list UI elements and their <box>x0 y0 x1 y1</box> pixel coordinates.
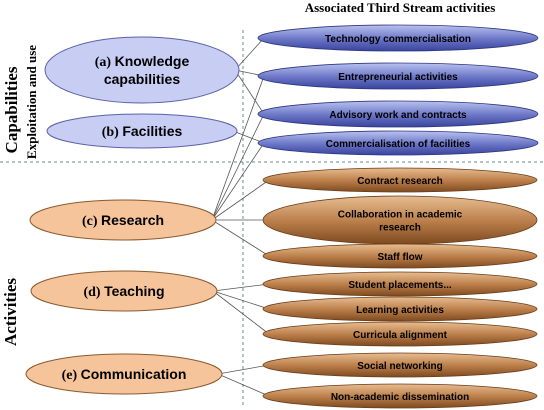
source-text: Facilities <box>122 123 182 139</box>
source-text: capabilities <box>104 71 180 87</box>
activity-pill-shape <box>262 383 538 409</box>
source-ellipse-shape <box>44 36 240 104</box>
activity-label: Collaboration in academic <box>338 210 463 221</box>
activity-pill-shape <box>257 24 539 52</box>
activity-social: Social networking <box>262 352 538 378</box>
link-research-contract-research <box>211 179 270 221</box>
link-research-staff-flow <box>211 219 270 257</box>
activity-pill-shape <box>262 243 538 269</box>
link-research-comm-facilities <box>211 142 265 221</box>
source-prefix: (b) <box>102 125 123 140</box>
activity-pill-shape <box>262 167 538 193</box>
source-text: Knowledge <box>115 53 190 69</box>
link-knowledge-advisory <box>234 69 265 115</box>
activity-pill-shape <box>262 321 538 347</box>
activity-pill-shape <box>257 62 539 90</box>
activity-label: Entrepreneurial activities <box>338 72 458 83</box>
activity-curricula: Curricula alignment <box>262 321 538 347</box>
activity-collaboration: Collaboration in academic research <box>262 195 538 245</box>
source-prefix: (e) <box>62 368 81 383</box>
activity-label: Commercialisation of facilities <box>326 139 471 150</box>
source-communication: (e) Communication <box>25 353 223 395</box>
activity-label: Student placements... <box>348 280 452 291</box>
activity-dissemination: Non-academic dissemination <box>262 383 538 409</box>
activities-label: Activities <box>1 278 20 346</box>
activity-comm-facilities: Commercialisation of facilities <box>257 130 539 156</box>
activity-student-placements: Student placements... <box>262 271 538 297</box>
activity-staff-flow: Staff flow <box>262 243 538 269</box>
activity-label: Advisory work and contracts <box>329 110 467 121</box>
link-communication-social <box>217 364 270 375</box>
activity-entrepreneurial: Entrepreneurial activities <box>257 62 539 90</box>
source-facilities: (b) Facilities <box>46 113 238 149</box>
activity-pill-shape <box>262 352 538 378</box>
activity-pills: Technology commercialisationEntrepreneur… <box>257 24 539 409</box>
activity-label: Technology commercialisation <box>325 34 471 45</box>
activity-pill-shape <box>257 130 539 156</box>
source-label: (c) Research <box>82 212 164 229</box>
source-label: (b) Facilities <box>102 123 183 140</box>
diagram-title: Associated Third Stream activities <box>305 0 496 15</box>
link-research-advisory <box>211 113 265 221</box>
connector-lines <box>211 37 270 397</box>
activity-advisory: Advisory work and contracts <box>257 100 539 128</box>
activity-label: Social networking <box>357 361 443 372</box>
activity-pill-shape <box>257 100 539 128</box>
source-label: (e) Communication <box>62 366 187 383</box>
capabilities-sublabel: Exploitation and use <box>24 45 39 159</box>
source-label: (d) Teaching <box>83 283 164 300</box>
capabilities-label: Capabilities <box>2 66 21 153</box>
link-communication-dissemination <box>217 373 270 397</box>
activity-label: Non-academic dissemination <box>331 392 469 403</box>
activity-label: research <box>379 223 421 234</box>
source-ellipse-shape <box>46 113 238 149</box>
source-text: Teaching <box>104 283 164 299</box>
link-teaching-student-placements <box>212 283 270 292</box>
link-research-entrepreneurial <box>211 75 265 221</box>
source-text: Research <box>101 212 164 228</box>
source-label: capabilities <box>104 71 180 87</box>
activity-contract-research: Contract research <box>262 167 538 193</box>
source-text: Communication <box>81 366 187 382</box>
source-ellipse-shape <box>30 270 218 312</box>
link-teaching-curricula <box>212 290 270 335</box>
activity-label: Learning activities <box>356 305 444 316</box>
activity-label: Curricula alignment <box>353 330 448 341</box>
source-prefix: (c) <box>82 214 101 229</box>
activity-pill-shape <box>262 271 538 297</box>
link-knowledge-tech-comm <box>234 37 265 71</box>
source-prefix: (a) <box>95 55 115 70</box>
activity-learning: Learning activities <box>262 296 538 322</box>
activity-tech-comm: Technology commercialisation <box>257 24 539 52</box>
activity-label: Contract research <box>357 176 443 187</box>
source-ellipse-shape <box>25 353 223 395</box>
activity-pill-shape <box>262 296 538 322</box>
source-label: (a) Knowledge <box>95 53 190 70</box>
activity-label: Staff flow <box>378 252 423 263</box>
source-research: (c) Research <box>29 199 217 241</box>
link-facilities-comm-facilities <box>232 130 265 144</box>
source-teaching: (d) Teaching <box>30 270 218 312</box>
source-prefix: (d) <box>83 285 104 300</box>
link-teaching-learning <box>212 290 270 310</box>
source-ellipse-shape <box>29 199 217 241</box>
